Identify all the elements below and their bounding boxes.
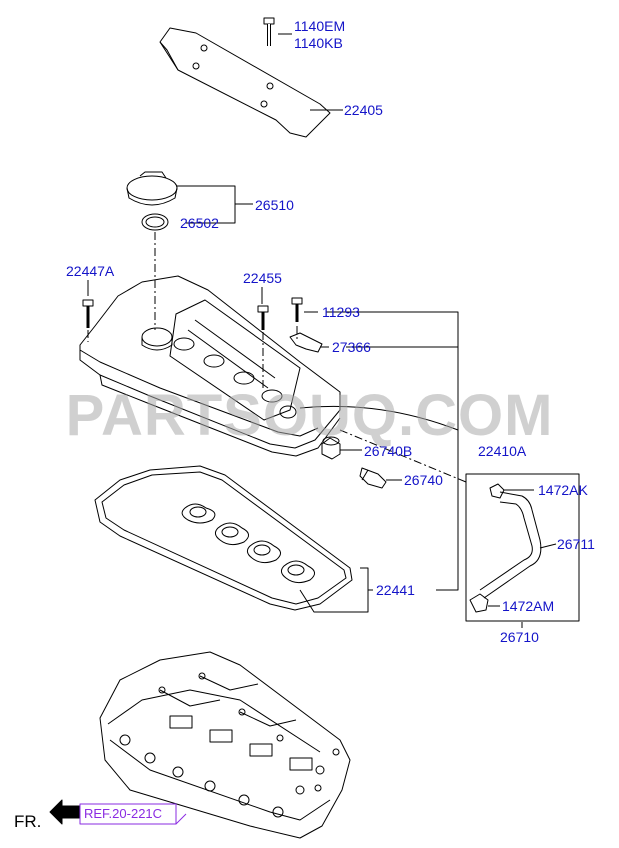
leader-lines — [87, 33, 557, 628]
hose-assembly-box-26710 — [465, 473, 580, 622]
centerlines — [87, 232, 467, 483]
bracket-27366 — [289, 332, 323, 353]
clamp-1472am — [469, 593, 489, 613]
engine-cover-22405 — [159, 27, 331, 138]
part-label-1472am[interactable]: 1472AM — [502, 598, 555, 614]
part-label-26740[interactable]: 26740 — [404, 472, 443, 488]
reference-link[interactable]: REF.20-221C — [84, 806, 163, 821]
pcv-valve-26740 — [359, 467, 387, 489]
cap-gasket-26502 — [141, 213, 169, 231]
bolt-22447a — [82, 299, 94, 328]
part-label-26740b[interactable]: 26740B — [364, 443, 413, 459]
part-label-1140em[interactable]: 1140EM — [294, 18, 346, 34]
watermark: PARTSOUQ.COM — [65, 383, 554, 448]
cylinder-head-cover-22410a — [79, 275, 341, 457]
part-label-22447a[interactable]: 22447A — [66, 263, 115, 279]
part-label-26510[interactable]: 26510 — [255, 197, 294, 213]
part-label-22410a[interactable]: 22410A — [478, 443, 527, 459]
bolt-1140em — [263, 17, 275, 46]
spark-plug-seals — [181, 503, 315, 584]
part-label-1472ak[interactable]: 1472AK — [538, 482, 588, 498]
part-label-1140kb[interactable]: 1140KB — [294, 35, 343, 51]
part-label-22441[interactable]: 22441 — [376, 582, 415, 598]
part-label-22455[interactable]: 22455 — [243, 270, 282, 286]
front-arrow-icon — [49, 799, 81, 825]
part-label-11293[interactable]: 11293 — [322, 304, 360, 320]
front-direction-label: FR. — [14, 812, 42, 831]
part-label-26502[interactable]: 26502 — [180, 215, 219, 231]
breather-hose-26711 — [479, 491, 542, 599]
part-label-27366[interactable]: 27366 — [332, 339, 371, 355]
cap-26740b — [321, 436, 341, 460]
cover-gasket-22441 — [94, 465, 353, 611]
part-label-26710[interactable]: 26710 — [500, 629, 539, 645]
cylinder-head-ref — [99, 651, 351, 839]
bolt-22455 — [257, 305, 269, 330]
part-label-26711[interactable]: 26711 — [557, 536, 595, 552]
bolt-11293 — [291, 297, 303, 322]
part-label-22405[interactable]: 22405 — [344, 102, 383, 118]
clamp-1472ak — [489, 483, 505, 499]
oil-filler-cap-26510 — [126, 171, 178, 206]
